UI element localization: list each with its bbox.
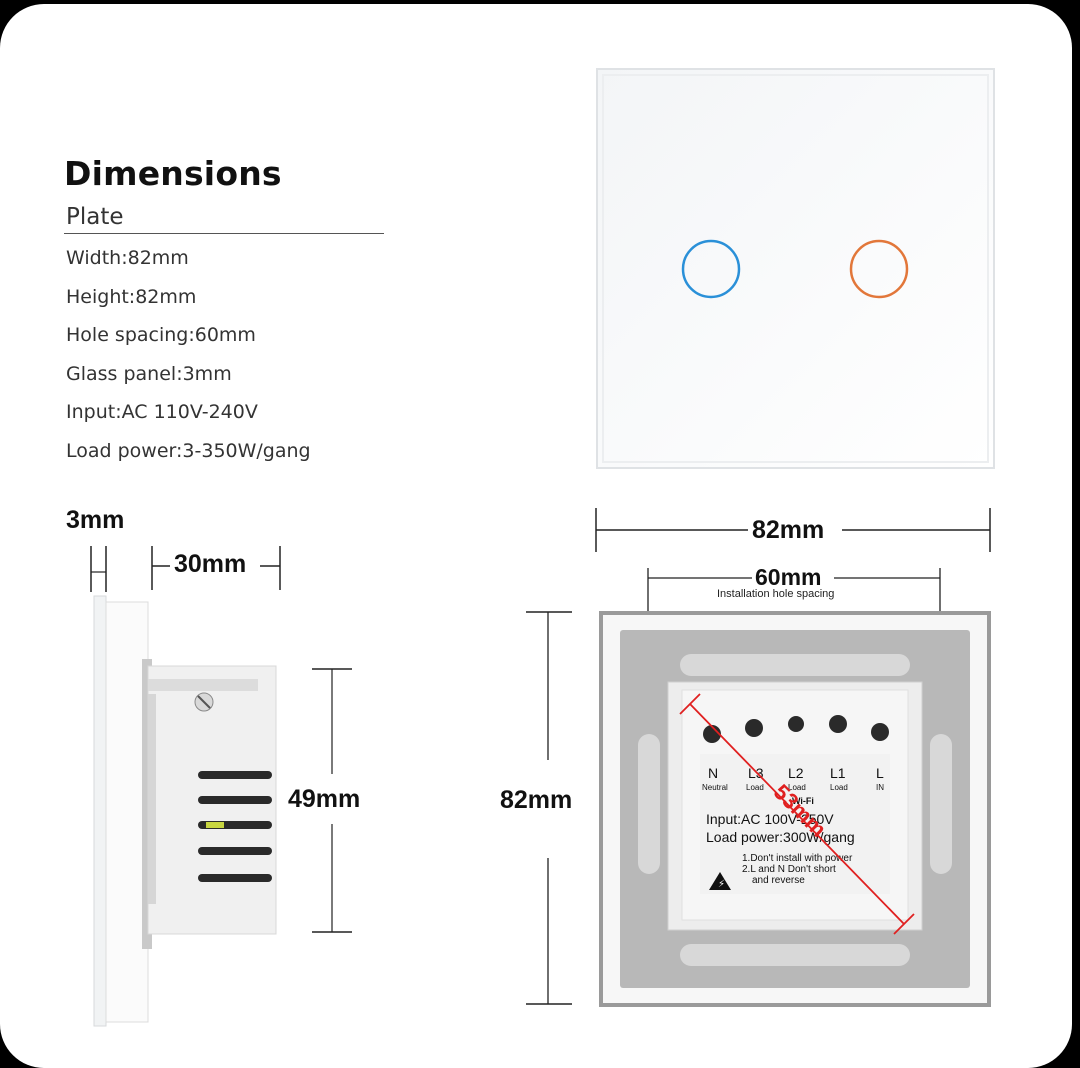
- hole-spacing-label: 60mm: [755, 564, 822, 590]
- module-height-label: 49mm: [288, 785, 361, 813]
- terminal-l-sub: IN: [876, 783, 884, 792]
- spec-hole-spacing: Hole spacing:60mm: [66, 324, 256, 346]
- warning-line-3: and reverse: [752, 875, 805, 886]
- back-height-label: 82mm: [500, 786, 573, 814]
- spec-glass-panel: Glass panel:3mm: [66, 362, 232, 385]
- front-panel: [596, 68, 995, 469]
- terminal-n: N: [708, 765, 718, 781]
- product-card: Dimensions Plate Width:82mm Height:82mm …: [0, 4, 1072, 1068]
- back-view-diagram: N L3 L2 L1 L Neutral Load Load Load IN W…: [526, 508, 991, 1007]
- terminal-l2: L2: [788, 765, 804, 781]
- spec-width: Width:82mm: [66, 247, 189, 269]
- terminal-l2-sub: Load: [788, 783, 806, 792]
- spec-load-power: Load power:3-350W/gang: [66, 439, 311, 462]
- divider: [64, 233, 384, 234]
- terminal-l1-sub: Load: [830, 783, 848, 792]
- module-input: Input:AC 100V-250V: [706, 811, 834, 827]
- spec-height: Height:82mm: [66, 285, 197, 308]
- back-width-label: 82mm: [752, 516, 825, 544]
- glass-thickness-label: 3mm: [66, 506, 125, 534]
- terminal-l: L: [876, 765, 884, 781]
- terminal-l1: L1: [830, 765, 846, 781]
- wifi-label: Wi-Fi: [792, 796, 814, 806]
- warning-line-1: 1.Don't install with power: [742, 853, 853, 864]
- svg-text:⚡: ⚡: [718, 879, 725, 890]
- page-title: Dimensions: [64, 154, 282, 193]
- touch-button-left[interactable]: [681, 239, 741, 299]
- hole-spacing-caption: Installation hole spacing: [717, 588, 835, 600]
- depth-label: 30mm: [174, 550, 247, 578]
- side-view-diagram: [90, 546, 352, 1027]
- spec-input: Input:AC 110V-240V: [66, 401, 258, 423]
- terminal-l3-sub: Load: [746, 783, 764, 792]
- terminal-n-sub: Neutral: [702, 783, 728, 792]
- module-load: Load power:300W/gang: [706, 829, 855, 845]
- warning-line-2: 2.L and N Don't short: [742, 864, 836, 875]
- touch-button-right[interactable]: [849, 239, 909, 299]
- section-subtitle: Plate: [66, 204, 124, 230]
- spec-list: Width:82mm Height:82mm Hole spacing:60mm…: [66, 244, 311, 475]
- warning-icon: [709, 872, 731, 890]
